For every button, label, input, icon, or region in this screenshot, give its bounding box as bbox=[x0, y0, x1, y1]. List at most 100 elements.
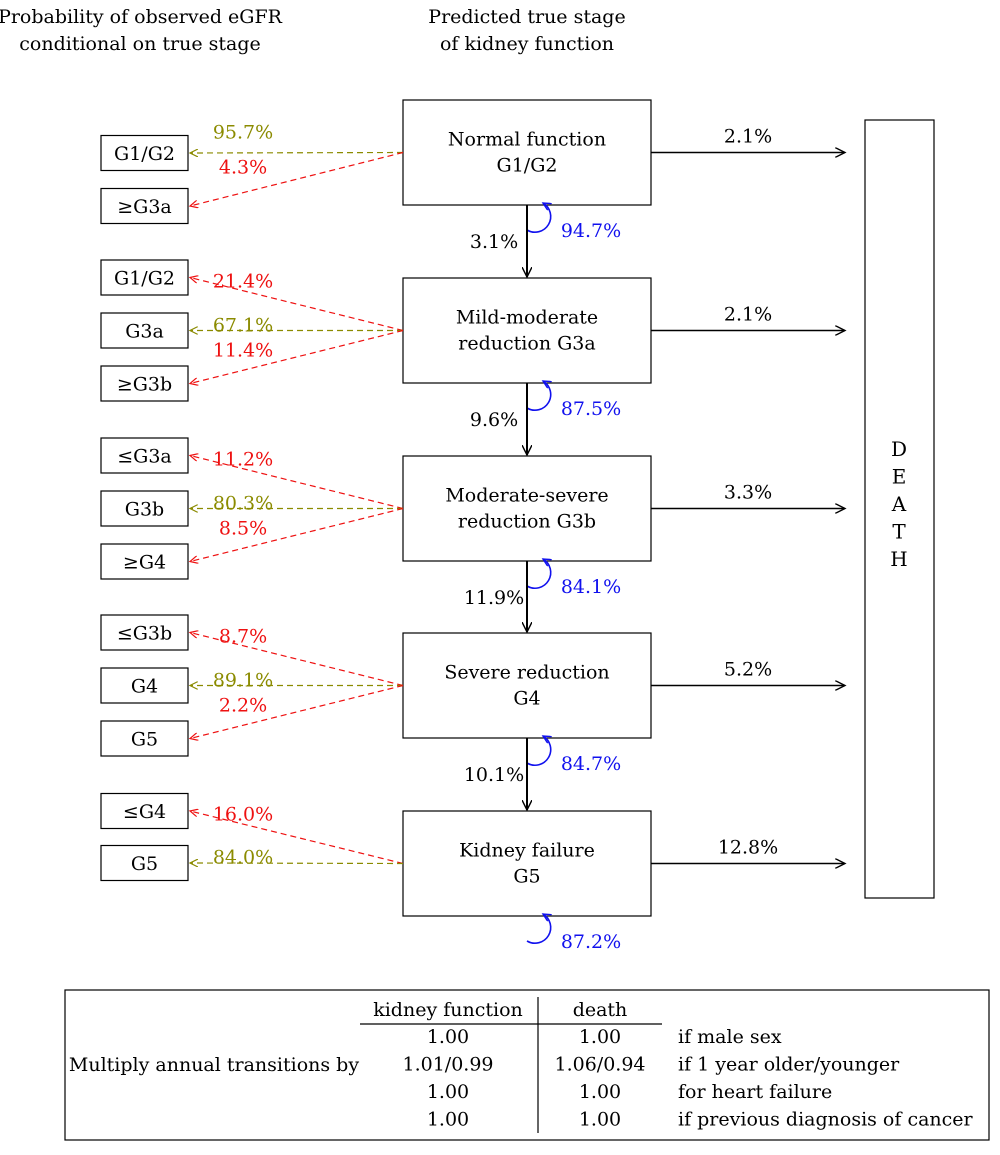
self-loop bbox=[526, 203, 551, 233]
table-cell-condition: if male sex bbox=[678, 1026, 782, 1048]
classification-arrow bbox=[190, 684, 404, 739]
stage-label: reduction G3a bbox=[458, 333, 595, 355]
observed-box bbox=[100, 844, 189, 882]
stage-label: G1/G2 bbox=[497, 155, 558, 177]
classification-pct: 21.4% bbox=[213, 271, 273, 293]
classification-arrow bbox=[190, 329, 404, 384]
self-loop bbox=[526, 914, 551, 944]
stage-box bbox=[402, 99, 652, 206]
progression-pct: 10.1% bbox=[464, 764, 524, 786]
classification-arrow bbox=[190, 863, 404, 864]
classification-arrow bbox=[190, 507, 404, 562]
table-cell-condition: for heart failure bbox=[678, 1081, 832, 1103]
table-cell-death: 1.06/0.94 bbox=[554, 1054, 645, 1076]
classification-pct: 80.3% bbox=[213, 493, 273, 515]
classification-pct: 8.5% bbox=[219, 518, 267, 540]
table-cell-condition: if 1 year older/younger bbox=[678, 1054, 900, 1076]
death-pct: 5.2% bbox=[724, 659, 772, 681]
observed-box bbox=[100, 187, 189, 225]
classification-pct: 16.0% bbox=[213, 804, 273, 826]
stage-label: Moderate-severe bbox=[445, 485, 608, 507]
table-rows: 1.00 1.00 if male sex 1.01/0.99 1.06/0.94 if … bbox=[402, 1026, 973, 1131]
table-cell-death: 1.00 bbox=[579, 1026, 621, 1048]
classification-arrow bbox=[190, 151, 404, 207]
observed-box bbox=[100, 792, 189, 830]
stage-group: Normal functionG1/G22.1%94.7%3.1%G1/G295… bbox=[100, 99, 845, 277]
death-letter: T bbox=[892, 520, 906, 544]
classification-pct: 89.1% bbox=[213, 670, 273, 692]
classification-pct: 95.7% bbox=[213, 122, 273, 144]
observed-label: G5 bbox=[131, 853, 158, 875]
stay-pct: 87.2% bbox=[561, 931, 621, 953]
observed-box bbox=[100, 614, 189, 651]
progression-pct: 9.6% bbox=[470, 409, 518, 431]
stage-label: Mild-moderate bbox=[456, 307, 598, 329]
observed-box bbox=[100, 134, 189, 172]
classification-pct: 11.2% bbox=[213, 449, 273, 471]
table-cell-condition: if previous diagnosis of cancer bbox=[678, 1109, 974, 1131]
classification-arrow bbox=[190, 633, 404, 687]
observed-label: ≥G3a bbox=[117, 196, 172, 218]
stage-group: Moderate-severe reduction G3b 3.3% 84.1% 11.… bbox=[100, 437, 845, 632]
table-cell-kidney: 1.01/0.99 bbox=[402, 1054, 493, 1076]
death-letter: H bbox=[890, 547, 907, 571]
stage-box bbox=[402, 810, 652, 917]
stage-label: Normal function bbox=[448, 129, 606, 151]
center-header-line1: Predicted true stage bbox=[428, 6, 625, 28]
table-header-kidney: kidney function bbox=[373, 999, 523, 1021]
observed-label: G4 bbox=[131, 676, 158, 698]
covariate-table: Multiply annual transitions by kidney fu… bbox=[64, 989, 990, 1141]
observed-label: G1/G2 bbox=[114, 268, 175, 290]
observed-box bbox=[100, 543, 189, 580]
classification-pct: 8.7% bbox=[219, 626, 267, 648]
death-box bbox=[864, 119, 935, 899]
stage-label: G4 bbox=[513, 688, 540, 710]
classification-pct: 2.2% bbox=[219, 695, 267, 717]
death-pct: 2.1% bbox=[724, 126, 772, 148]
observed-box bbox=[100, 490, 189, 527]
table-header-death: death bbox=[573, 999, 628, 1021]
observed-box bbox=[100, 667, 189, 704]
table-frame bbox=[64, 989, 990, 1141]
observed-label: ≤G3a bbox=[117, 446, 172, 468]
observed-box bbox=[100, 312, 189, 349]
progression-pct: 11.9% bbox=[464, 587, 524, 609]
left-header-line2: conditional on true stage bbox=[19, 33, 260, 55]
stay-pct: 84.1% bbox=[561, 576, 621, 598]
classification-arrow bbox=[190, 153, 404, 154]
observed-label: ≥G3b bbox=[117, 374, 172, 396]
classification-arrow bbox=[190, 278, 404, 332]
table-cell-death: 1.00 bbox=[579, 1109, 621, 1131]
classification-arrow bbox=[190, 811, 404, 865]
death-letter: A bbox=[891, 492, 907, 516]
death-pct: 12.8% bbox=[718, 837, 778, 859]
death-pct: 3.3% bbox=[724, 482, 772, 504]
table-cell-death: 1.00 bbox=[579, 1081, 621, 1103]
stage-group: Mild-moderate reduction G3a 2.1% 87.5% 9.6% G… bbox=[100, 259, 845, 455]
progression-pct: 3.1% bbox=[470, 231, 518, 253]
stage-label: Kidney failure bbox=[459, 840, 595, 862]
center-header-line2: of kidney function bbox=[440, 33, 614, 55]
stage-box bbox=[402, 632, 652, 739]
death-pct: 2.1% bbox=[724, 304, 772, 326]
diagram-content: Normal functionG1/G22.1%94.7%3.1%G1/G295… bbox=[100, 99, 845, 953]
classification-pct: 11.4% bbox=[213, 340, 273, 362]
table-cell-kidney: 1.00 bbox=[427, 1109, 469, 1131]
observed-box bbox=[100, 365, 189, 402]
observed-box bbox=[100, 437, 189, 474]
self-loop bbox=[526, 559, 551, 589]
observed-label: ≤G3b bbox=[117, 623, 172, 645]
classification-pct: 4.3% bbox=[219, 157, 267, 179]
stage-box bbox=[402, 277, 652, 384]
observed-label: G1/G2 bbox=[114, 143, 175, 165]
stage-label: reduction G3b bbox=[458, 511, 596, 533]
classification-pct: 67.1% bbox=[213, 315, 273, 337]
stay-pct: 87.5% bbox=[561, 398, 621, 420]
table-cell-kidney: 1.00 bbox=[427, 1026, 469, 1048]
observed-label: ≤G4 bbox=[123, 801, 166, 823]
table-cell-kidney: 1.00 bbox=[427, 1081, 469, 1103]
classification-pct: 84.0% bbox=[213, 847, 273, 869]
observed-label: G5 bbox=[131, 729, 158, 751]
